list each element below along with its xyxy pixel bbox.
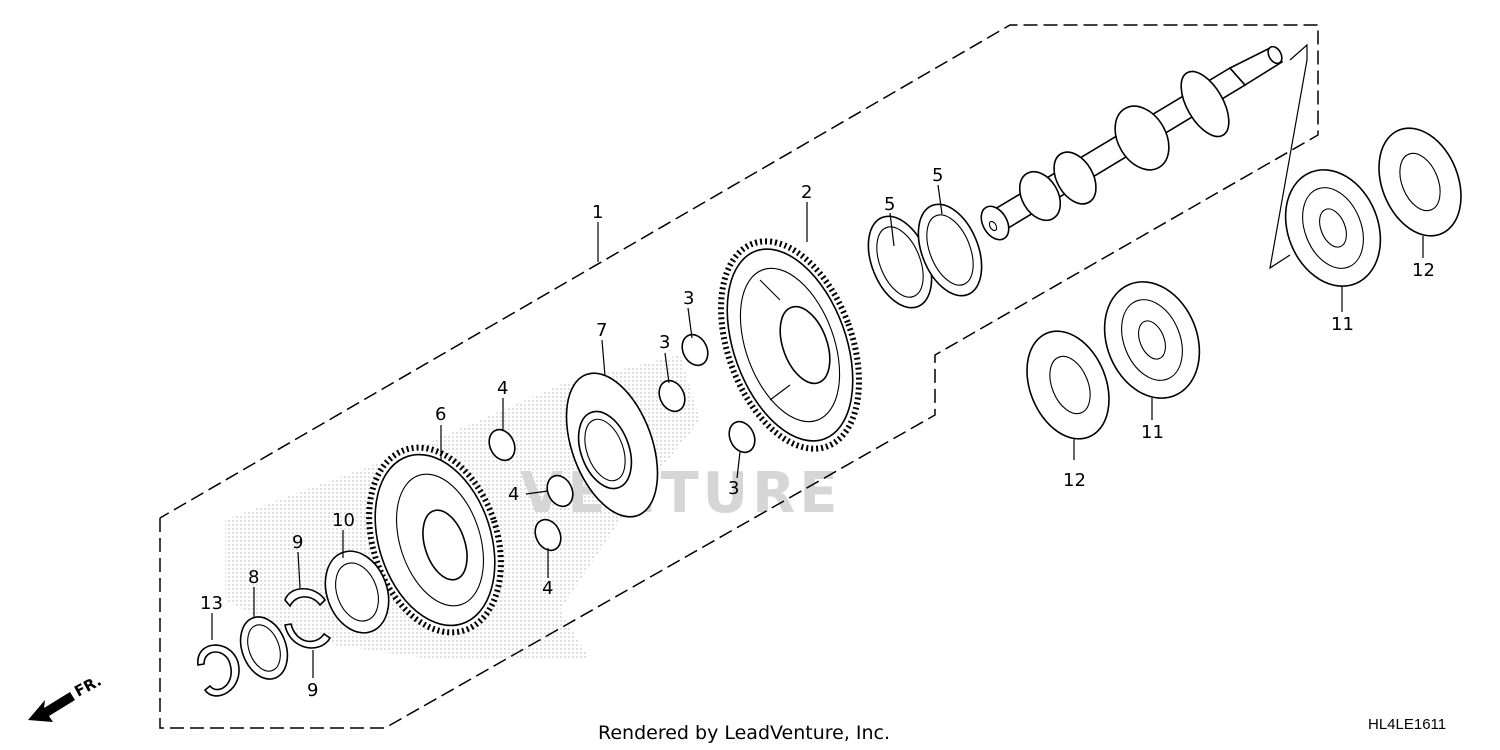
snap-ring (197, 644, 240, 697)
callout-4a: 4 (497, 378, 508, 399)
bearings-upper (1284, 127, 1462, 287)
damper-hub (565, 372, 659, 518)
rendered-by-credit: Rendered by LeadVenture, Inc. (598, 722, 890, 744)
callout-9b: 9 (307, 680, 318, 701)
callout-3c: 3 (728, 478, 739, 499)
callout-4c: 4 (542, 578, 553, 599)
callout-13: 13 (200, 593, 223, 614)
driven-gear-large (718, 238, 862, 452)
mainshaft (980, 45, 1284, 241)
damper-springs (488, 333, 756, 552)
callout-labels: 1 2 3 3 3 4 4 4 5 5 6 7 8 9 9 10 11 11 1… (200, 165, 1435, 701)
callout-4b: 4 (508, 484, 519, 505)
callout-12b: 12 (1063, 470, 1086, 491)
callout-6: 6 (435, 404, 446, 425)
bearings-lower (1026, 281, 1201, 440)
front-direction-label: FR. (71, 672, 104, 701)
diagram-code: HL4LE1611 (1368, 716, 1446, 733)
front-direction-arrow-icon (28, 692, 75, 722)
callout-8: 8 (248, 567, 259, 588)
callout-7: 7 (596, 320, 607, 341)
callout-3b: 3 (659, 332, 670, 353)
bearing-bracket (1269, 43, 1308, 270)
assembly-boundary (159, 24, 1319, 729)
callout-5a: 5 (884, 194, 895, 215)
washer (239, 616, 289, 680)
callout-3a: 3 (683, 288, 694, 309)
callout-11a: 11 (1331, 314, 1354, 335)
callout-5b: 5 (932, 165, 943, 186)
drive-gear (366, 444, 504, 636)
callout-10: 10 (332, 510, 355, 531)
callout-11b: 11 (1141, 422, 1164, 443)
callout-1: 1 (592, 202, 603, 223)
front-direction-indicator: FR. (28, 672, 104, 722)
callout-2: 2 (801, 182, 812, 203)
leader-lines (211, 184, 1424, 678)
split-collars (284, 587, 332, 649)
callout-9a: 9 (292, 532, 303, 553)
thrust-washers (867, 203, 983, 309)
callout-12a: 12 (1412, 260, 1435, 281)
